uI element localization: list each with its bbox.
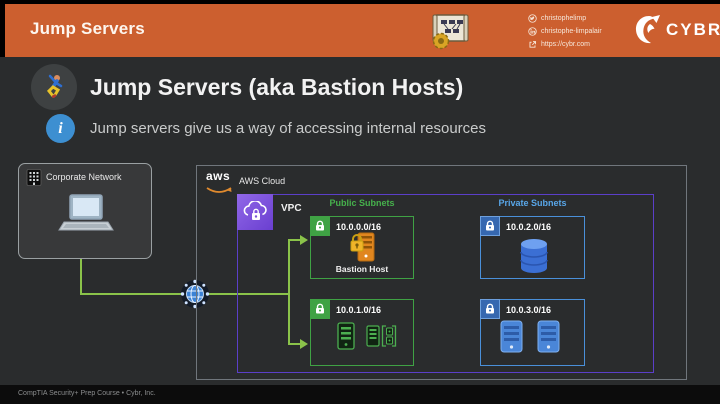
office-building-icon: [26, 169, 42, 186]
lock-badge-icon: [479, 215, 500, 236]
vpc-box: VPC Public Subnets Private Subnets 10.0.…: [236, 193, 654, 373]
public-subnet-2-cidr: 10.0.1.0/16: [336, 305, 382, 315]
twitter-icon: [528, 14, 537, 23]
instances-icon: [366, 325, 397, 347]
slide-title: Jump Servers (aka Bastion Hosts): [90, 74, 464, 100]
connector-corp-down: [80, 259, 82, 295]
bastion-host-caption: Bastion Host: [335, 264, 389, 274]
public-subnets-label: Public Subnets: [329, 198, 395, 208]
private-subnet-2-cidr: 10.0.3.0/16: [506, 305, 552, 315]
info-text: Jump servers give us a way of accessing …: [90, 120, 487, 137]
jump-person-icon: [46, 74, 63, 98]
public-subnet-2: 10.0.1.0/16: [309, 298, 414, 366]
arrowhead-public-subnet-2: [300, 339, 308, 349]
corporate-network-box: Corporate Network: [18, 163, 152, 259]
header-bar: Jump Servers christophelimp christophe-l…: [5, 4, 720, 57]
public-subnet-1: 10.0.0.0/16 Bastion Host: [309, 215, 414, 279]
linkedin-icon: [528, 27, 537, 36]
aws-logo-text: aws: [206, 169, 231, 183]
aws-cloud-box: aws AWS Cloud VPC Public Subnets Private…: [196, 165, 687, 380]
database-icon: [520, 239, 548, 273]
server-icon: [500, 320, 523, 353]
footer-text: CompTIA Security+ Prep Course • Cybr, In…: [18, 390, 156, 397]
social-twitter: christophelimp: [528, 12, 602, 25]
link-icon: [529, 41, 537, 48]
aws-cloud-label: AWS Cloud: [239, 176, 286, 186]
private-subnet-1: 10.0.2.0/16: [479, 215, 585, 279]
aws-logo: aws: [206, 169, 236, 200]
main-area: Jump Servers (aka Bastion Hosts) i Jump …: [0, 57, 720, 385]
social-linkedin: christophe-limpalair: [528, 25, 602, 38]
social-website: https://cybr.com: [528, 38, 602, 51]
vpc-label: VPC: [281, 203, 302, 214]
corporate-network-label: Corporate Network: [46, 172, 122, 182]
header-title: Jump Servers: [30, 19, 145, 38]
connector-branch-vertical: [288, 239, 290, 345]
internet-globe-icon: [180, 279, 210, 309]
public-subnet-1-cidr: 10.0.0.0/16: [336, 222, 382, 232]
footer-bar: CompTIA Security+ Prep Course • Cybr, In…: [0, 385, 720, 404]
brand-logo: CYBR: [633, 14, 720, 46]
aws-smile-icon: [206, 187, 232, 193]
info-icon: i: [46, 114, 75, 143]
lock-badge-icon: [309, 215, 330, 236]
social-twitter-text: christophelimp: [541, 15, 587, 22]
private-subnets-label: Private Subnets: [498, 198, 567, 208]
arrowhead-public-subnet-1: [300, 235, 308, 245]
lock-badge-icon: [479, 298, 500, 319]
bastion-host-icon: [350, 232, 375, 262]
laptop-icon: [58, 194, 114, 231]
connector-arrow2-line: [288, 343, 302, 345]
social-website-text: https://cybr.com: [541, 41, 591, 48]
server-icon: [337, 322, 355, 350]
private-subnet-2: 10.0.3.0/16: [479, 298, 585, 366]
private-subnet-1-cidr: 10.0.2.0/16: [506, 222, 552, 232]
social-linkedin-text: christophe-limpalair: [541, 28, 602, 35]
header-socials: christophelimp christophe-limpalair http…: [528, 12, 602, 51]
lock-badge-icon: [309, 298, 330, 319]
vpc-icon: [236, 193, 273, 230]
cybr-wolf-icon: [635, 15, 660, 44]
brand-name: CYBR: [666, 20, 720, 39]
connector-arrow1-line: [288, 239, 302, 241]
server-icon: [537, 320, 560, 353]
blueprint-icon: [432, 14, 469, 50]
title-badge: [31, 64, 77, 110]
